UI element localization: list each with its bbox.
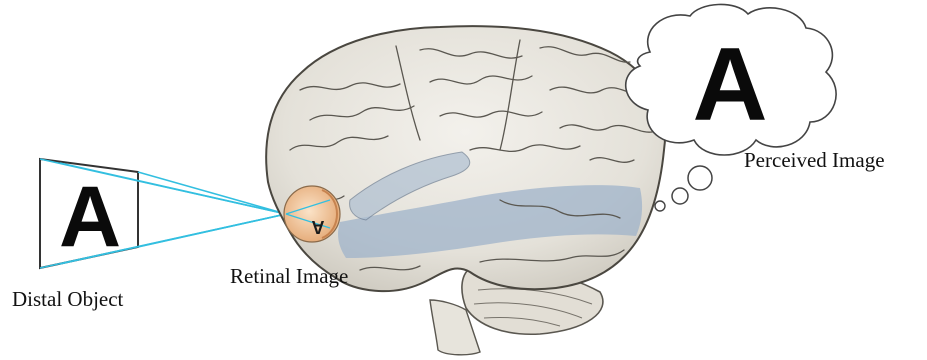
perceived-image-letter: A — [692, 27, 767, 143]
eye: A — [284, 186, 340, 242]
light-ray — [138, 214, 286, 247]
perceived-image-label: Perceived Image — [744, 150, 885, 171]
retinal-image-label: Retinal Image — [230, 266, 348, 287]
retinal-image-letter: A — [312, 217, 325, 237]
light-ray — [138, 172, 286, 214]
distal-object-letter: A — [59, 169, 121, 265]
thought-dot — [655, 201, 665, 211]
distal-object: A — [40, 159, 138, 268]
thought-dot — [688, 166, 712, 190]
thought-dot — [672, 188, 688, 204]
distal-object-label: Distal Object — [12, 289, 123, 310]
